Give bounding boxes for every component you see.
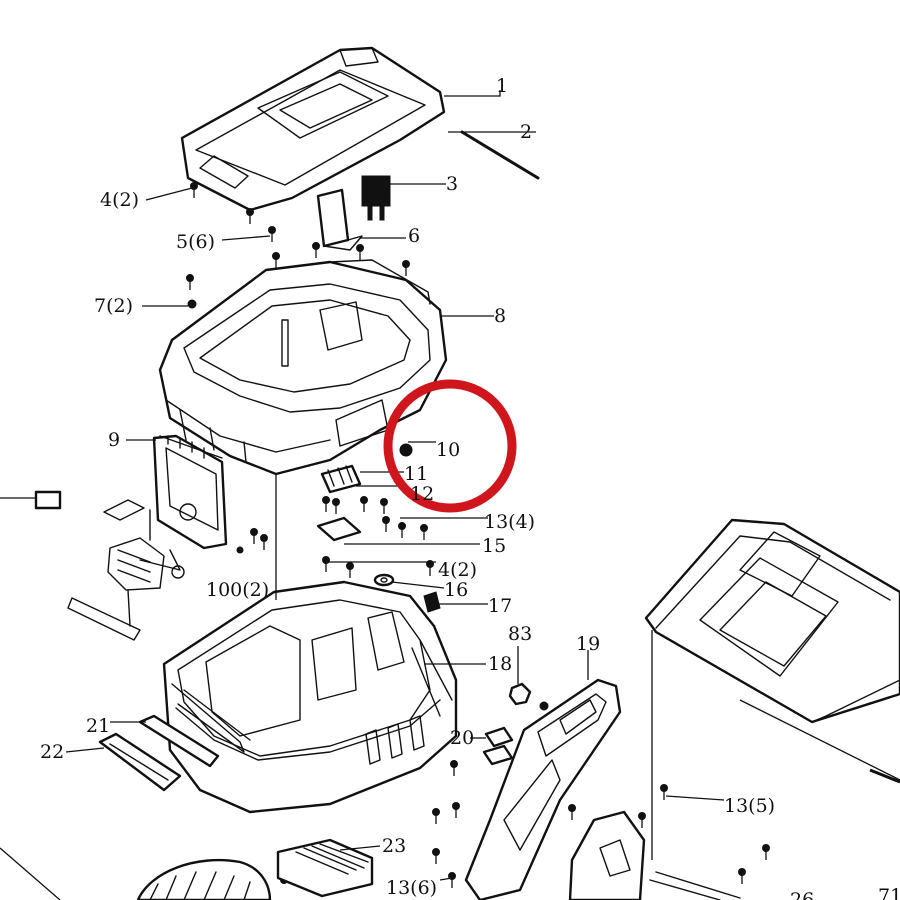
label-10: 10 xyxy=(436,439,460,461)
label-17: 17 xyxy=(488,595,512,617)
label-16: 16 xyxy=(444,579,468,601)
label-22: 22 xyxy=(40,741,64,763)
label-7-2: 7(2) xyxy=(94,295,133,317)
fan-wheel xyxy=(136,858,272,900)
part-6-bracket xyxy=(316,188,363,251)
label-8: 8 xyxy=(494,305,506,327)
label-13-6: 13(6) xyxy=(386,877,437,899)
label-83: 83 xyxy=(508,623,532,645)
parts-10-12-components xyxy=(320,443,413,494)
part-8-upper-housing xyxy=(158,259,448,476)
part-1-top-cover xyxy=(180,46,446,212)
label-100-2: 100(2) xyxy=(206,579,269,601)
part-17-clip xyxy=(423,591,441,613)
label-18: 18 xyxy=(488,653,512,675)
right-bracket-bottom xyxy=(568,810,741,900)
parts-21-22-feet xyxy=(98,714,220,792)
label-19: 19 xyxy=(576,633,600,655)
label-6: 6 xyxy=(408,225,420,247)
part-83-nut xyxy=(508,682,532,706)
part-23-pcb xyxy=(276,838,374,898)
label-12: 12 xyxy=(410,483,434,505)
part-9-side-bracket xyxy=(67,434,228,641)
label-4-2-top: 4(2) xyxy=(100,189,139,211)
part-19-handle-arm xyxy=(464,678,622,900)
label-21: 21 xyxy=(86,715,110,737)
label-5-6: 5(6) xyxy=(176,231,215,253)
leader-lines xyxy=(65,90,725,881)
part-18-lower-housing xyxy=(162,474,458,814)
label-23: 23 xyxy=(382,835,406,857)
part-16-washer xyxy=(373,573,395,587)
part-20-block xyxy=(482,726,514,766)
label-4-2-mid: 4(2) xyxy=(438,559,477,581)
part-15-plate xyxy=(316,516,362,542)
label-3: 3 xyxy=(446,173,458,195)
label-2: 2 xyxy=(520,121,532,143)
label-1: 1 xyxy=(496,75,508,97)
part-3-switch xyxy=(361,175,391,221)
highlight-circle xyxy=(383,379,517,513)
label-71: 71 xyxy=(878,885,900,900)
label-13-5: 13(5) xyxy=(724,795,775,817)
label-15: 15 xyxy=(482,535,506,557)
label-20: 20 xyxy=(450,727,474,749)
part-2-rod xyxy=(460,130,540,180)
label-9: 9 xyxy=(108,429,120,451)
label-13-4: 13(4) xyxy=(484,511,535,533)
callout-labels: 1 2 3 4(2) 5(6) 6 7(2) 8 9 10 11 12 13(4… xyxy=(40,75,900,900)
frame-line-left xyxy=(0,847,61,900)
label-11: 11 xyxy=(404,463,428,485)
right-cover xyxy=(644,518,900,860)
label-26: 26 xyxy=(790,889,814,900)
plug-left xyxy=(0,490,62,510)
